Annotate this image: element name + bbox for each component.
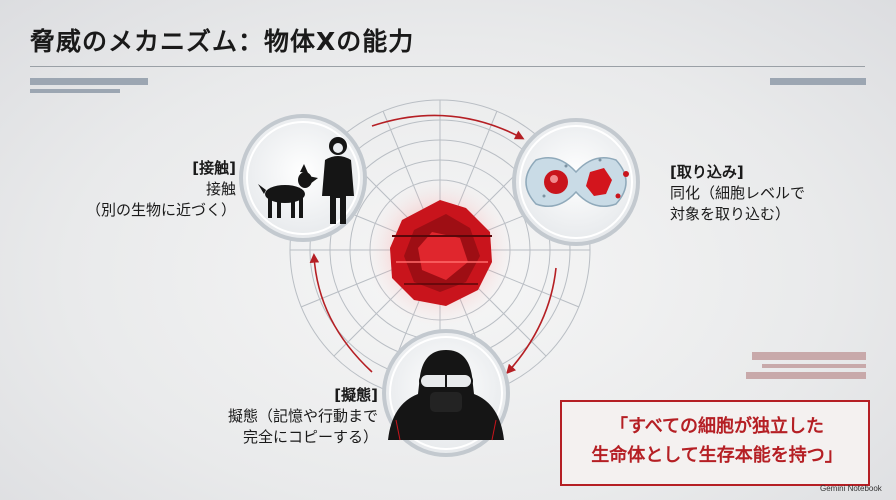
contact-line-1: 接触: [205, 180, 236, 198]
watermark-logo: Gemini Notebook: [820, 484, 882, 493]
quote-line-1: 「すべての細胞が独立した: [609, 416, 825, 437]
quote-box: 「すべての細胞が独立した 生命体として生存本能を持つ」: [560, 400, 870, 486]
quote-line-2: 生命体として生存本能を持つ」: [591, 445, 843, 466]
cell-division-icon: [525, 157, 629, 207]
deco-bar-top-right: [770, 78, 866, 85]
deco-bar-red-3: [746, 372, 866, 379]
node-contact: [239, 114, 367, 242]
masked-figure-icon: [388, 350, 504, 441]
deco-bar-top-left-2: [30, 89, 120, 93]
label-mimic: [擬態] 擬態（記憶や行動まで 完全にコピーする）: [150, 385, 378, 448]
absorb-heading: [取り込み]: [670, 163, 744, 181]
label-absorb: [取り込み] 同化（細胞レベルで 対象を取り込む）: [670, 162, 860, 225]
arrow-contact-to-absorb: [371, 114, 525, 140]
alien-core-icon: [390, 200, 492, 306]
absorb-line-1: 同化（細胞レベルで: [670, 184, 806, 202]
dog-icon: [258, 164, 318, 218]
deco-bar-red-1: [752, 352, 866, 360]
deco-bar-red-2: [762, 364, 866, 368]
node-mimic: [382, 329, 510, 457]
arrow-absorb-to-mimic: [506, 267, 557, 375]
label-contact: [接触] 接触 （別の生物に近づく）: [60, 158, 236, 221]
alien-core: [362, 175, 518, 331]
hazmat-person-icon: [322, 137, 354, 224]
cycle-arrows: [309, 114, 557, 375]
page-title: 脅威のメカニズム：物体Xの能力: [30, 27, 415, 56]
absorb-line-2: 対象を取り込む）: [670, 205, 791, 223]
mimic-heading: [擬態]: [334, 386, 378, 404]
mimic-line-1: 擬態（記憶や行動まで: [227, 407, 378, 425]
contact-heading: [接触]: [192, 159, 236, 177]
arrow-mimic-to-contact: [309, 253, 373, 373]
title-divider: [30, 66, 865, 67]
deco-bar-top-left: [30, 78, 148, 85]
quote-text: 「すべての細胞が独立した 生命体として生存本能を持つ」: [572, 412, 862, 470]
node-absorb: [512, 118, 640, 246]
contact-line-2: （別の生物に近づく）: [85, 201, 236, 219]
mimic-line-2: 完全にコピーする）: [242, 428, 378, 446]
